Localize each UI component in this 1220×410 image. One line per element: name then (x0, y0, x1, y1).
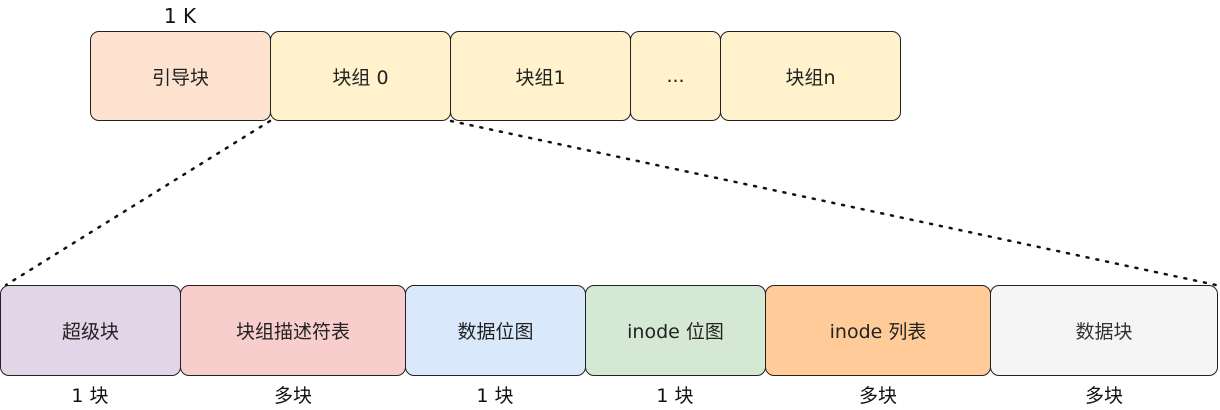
zoom-line-right (449, 119, 1218, 287)
data-bitmap: 数据位图 (405, 285, 586, 376)
zoom-line-left (4, 119, 272, 287)
group-descriptor-table-count: 多块 (273, 385, 312, 407)
data-bitmap-count: 1 块 (476, 385, 514, 407)
super-block: 超级块 (0, 285, 181, 376)
inode-table-count: 多块 (858, 385, 897, 407)
data-blocks-count: 多块 (1084, 385, 1123, 407)
data-blocks: 数据块 (990, 285, 1218, 376)
boot-block: 引导块 (90, 31, 271, 121)
super-block-count: 1 块 (71, 385, 109, 407)
block-group-0: 块组 0 (270, 31, 451, 121)
inode-bitmap-count: 1 块 (656, 385, 694, 407)
block-group-n: 块组n (720, 31, 901, 121)
block-size-label: 1 K (163, 4, 197, 28)
inode-table: inode 列表 (765, 285, 991, 376)
block-group-ellipsis: ... (630, 31, 721, 121)
inode-bitmap: inode 位图 (585, 285, 766, 376)
block-group-1: 块组1 (450, 31, 631, 121)
group-descriptor-table: 块组描述符表 (180, 285, 406, 376)
